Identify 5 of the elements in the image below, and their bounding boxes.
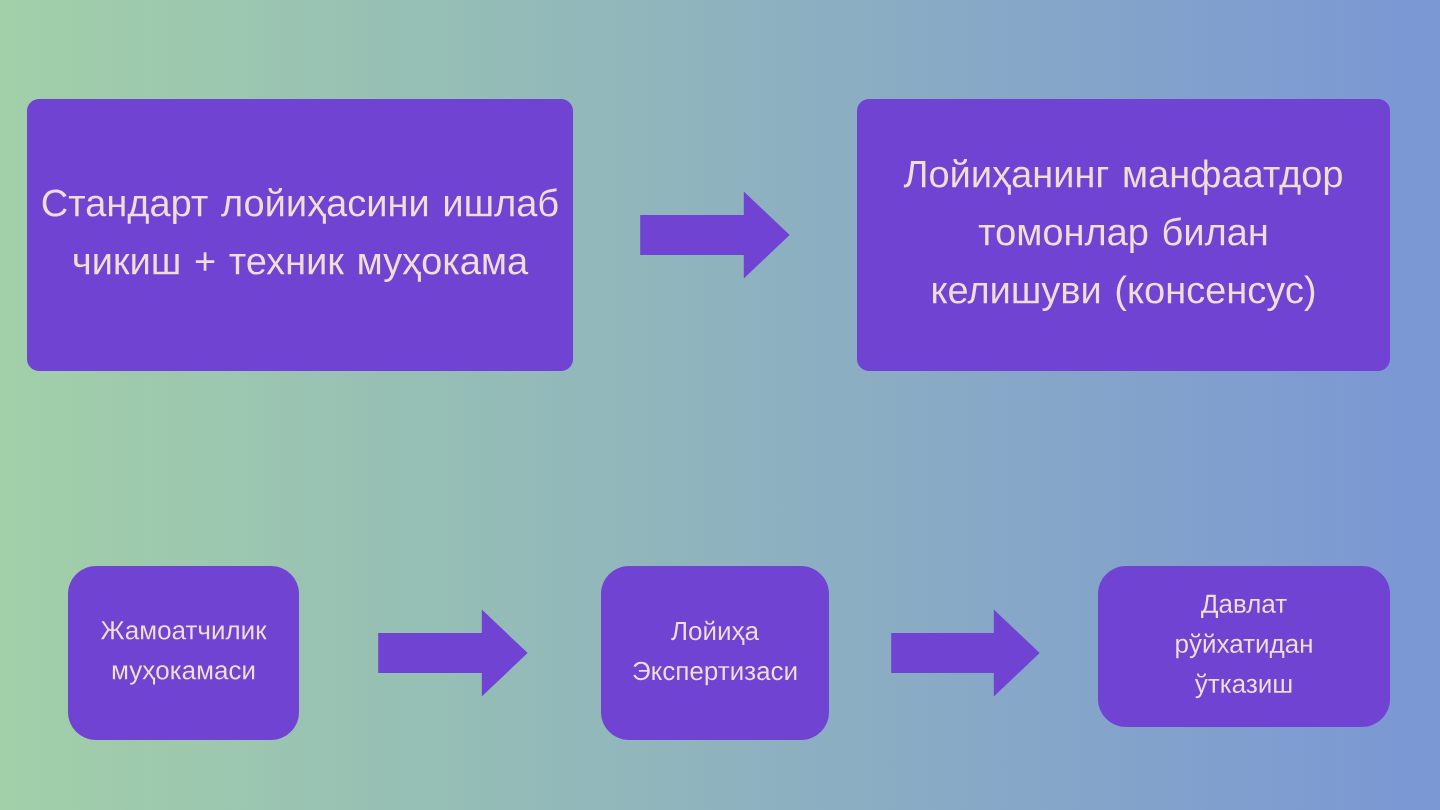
process-box: Жамоатчилик муҳокамаси <box>68 566 299 740</box>
process-box: Лойиҳанинг манфаатдор томонлар билан келишуви (консенсус) <box>857 99 1390 371</box>
process-box: Лойиҳа Экспертизаси <box>601 566 829 740</box>
process-box: Давлат рўйхатидан ўтказиш <box>1098 566 1390 727</box>
process-box: Стандарт лойиҳасини ишлаб чикиш + техник муҳокама <box>27 99 573 371</box>
